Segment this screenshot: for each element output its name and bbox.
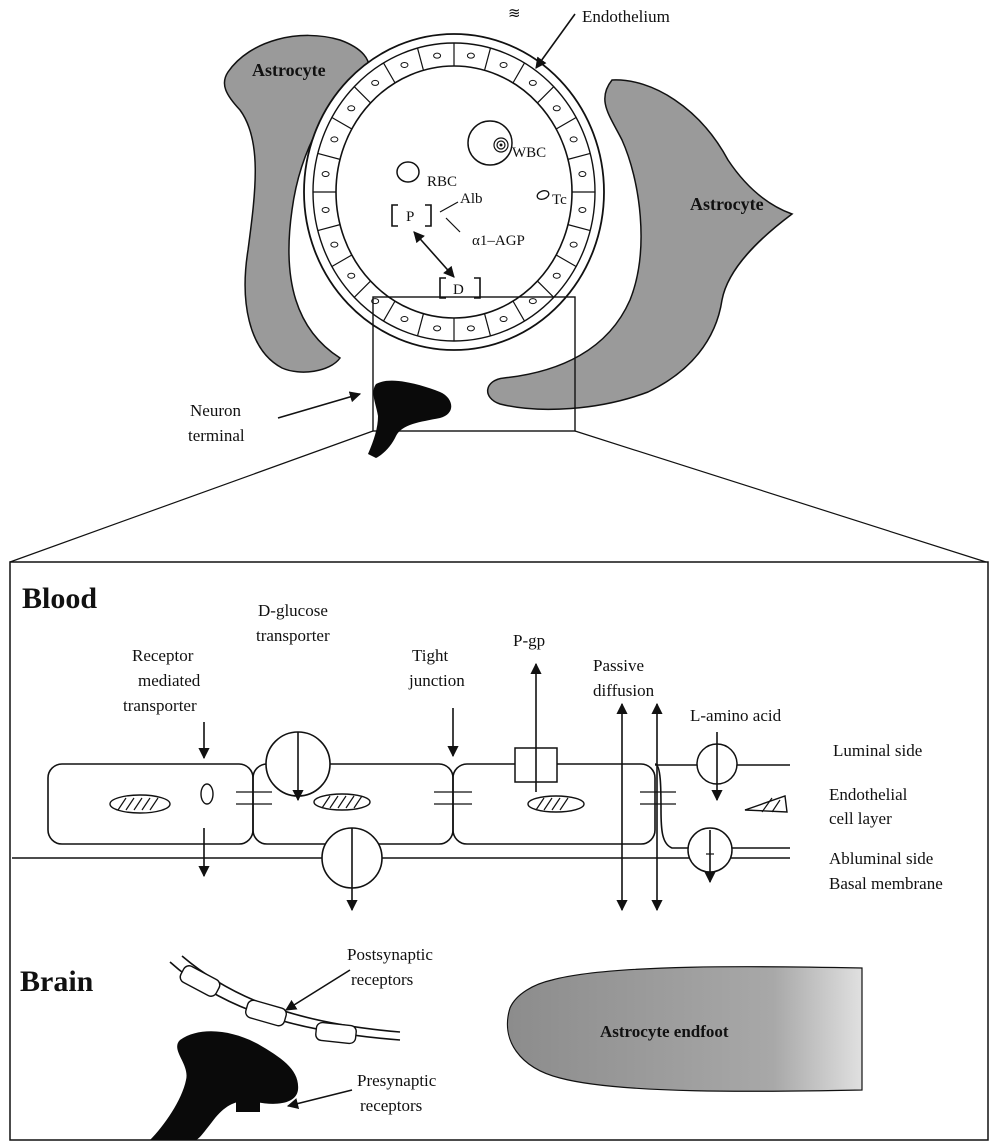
cell-nucleus [553, 106, 560, 111]
tight-label-1: Tight [412, 646, 449, 665]
cell-nucleus-2 [314, 794, 370, 810]
receptor-label-2: mediated [138, 671, 201, 690]
cell-nucleus [331, 137, 338, 142]
cell-nucleus [500, 62, 507, 67]
cell-nucleus [434, 326, 441, 331]
amino-transporter-luminal-icon [697, 732, 737, 800]
glucose-transporter-luminal-icon [266, 732, 330, 800]
cell-nucleus [401, 317, 408, 322]
postsyn-arrow [286, 970, 350, 1010]
glucose-transporter-abluminal-icon [322, 828, 382, 910]
astrocyte-right-label: Astrocyte [690, 194, 764, 214]
presyn-arrow [288, 1090, 352, 1106]
d-box-label: D [453, 282, 464, 298]
cell-nucleus [467, 326, 474, 331]
rbc-icon [397, 162, 419, 182]
basal-label: Basal membrane [829, 874, 943, 893]
cell-nucleus [322, 207, 329, 212]
cell-nucleus [500, 317, 507, 322]
receptor-label-3: transporter [123, 696, 197, 715]
cell-nucleus [434, 53, 441, 58]
pgp-transporter-icon [515, 664, 557, 792]
cell-nucleus-1 [110, 795, 170, 813]
neuron-terminal-shape [368, 381, 451, 458]
pgp-label: P-gp [513, 631, 545, 650]
neuron-arrow [278, 394, 360, 418]
dglucose-label-2: transporter [256, 626, 330, 645]
neuron-label-1: Neuron [190, 401, 241, 420]
tight-junction-3 [640, 792, 676, 804]
cell-nucleus-3 [528, 796, 584, 812]
passive-label-1: Passive [593, 656, 644, 675]
presyn-label-2: receptors [360, 1096, 422, 1115]
presyn-label-1: Presynaptic [357, 1071, 437, 1090]
cell-nucleus [570, 242, 577, 247]
cell-nucleus [348, 106, 355, 111]
receptor-label-1: Receptor [132, 646, 194, 665]
dglucose-label-1: D-glucose [258, 601, 328, 620]
cell-nucleus [553, 273, 560, 278]
cell-nucleus [322, 172, 329, 177]
wbc-label: WBC [512, 145, 546, 161]
capillary-inner-ring [336, 66, 572, 318]
amino-transporter-abluminal-icon [688, 828, 732, 882]
postsyn-label-1: Postsynaptic [347, 945, 433, 964]
passive-label-2: diffusion [593, 681, 655, 700]
tight-junction-1 [236, 792, 272, 804]
cell-nucleus [570, 137, 577, 142]
presynaptic-terminal-shape [150, 1031, 298, 1140]
endothelium-arrow [536, 14, 575, 68]
cell-nucleus-4 [745, 796, 787, 812]
brain-label: Brain [20, 965, 94, 998]
alb-label: Alb [460, 191, 483, 207]
cell-nucleus [331, 242, 338, 247]
luminal-label: Luminal side [833, 741, 922, 760]
smudge-mark: ≋ [508, 6, 521, 22]
astro-endfoot-label: Astrocyte endfoot [600, 1022, 729, 1041]
lamino-label: L-amino acid [690, 706, 782, 725]
wbc-icon [468, 121, 512, 165]
blood-label: Blood [22, 582, 97, 615]
endothelial-label-1: Endothelial [829, 785, 908, 804]
cell-nucleus [579, 207, 586, 212]
p-box-label: P [406, 209, 414, 225]
postsyn-label-2: receptors [351, 970, 413, 989]
zoom-projection-right [575, 431, 986, 562]
postsynaptic-membrane [170, 956, 400, 1040]
cell-nucleus [348, 273, 355, 278]
receptor-vesicle-icon [201, 784, 213, 804]
neuron-label-2: terminal [188, 426, 245, 445]
zoom-projection-left [10, 431, 373, 562]
rbc-label: RBC [427, 174, 457, 190]
cell-nucleus [372, 80, 379, 85]
endothelial-label-2: cell layer [829, 809, 892, 828]
cell-nucleus [579, 172, 586, 177]
abluminal-label: Abluminal side [829, 849, 933, 868]
tight-label-2: junction [408, 671, 465, 690]
agp-label: α1–AGP [472, 233, 525, 249]
tc-label: Tc [552, 192, 567, 208]
cell-nucleus [401, 62, 408, 67]
cell-nucleus [529, 299, 536, 304]
cell-nucleus [467, 53, 474, 58]
endothelium-label: Endothelium [582, 7, 670, 26]
astrocyte-left-label: Astrocyte [252, 60, 326, 80]
cell-nucleus [529, 80, 536, 85]
